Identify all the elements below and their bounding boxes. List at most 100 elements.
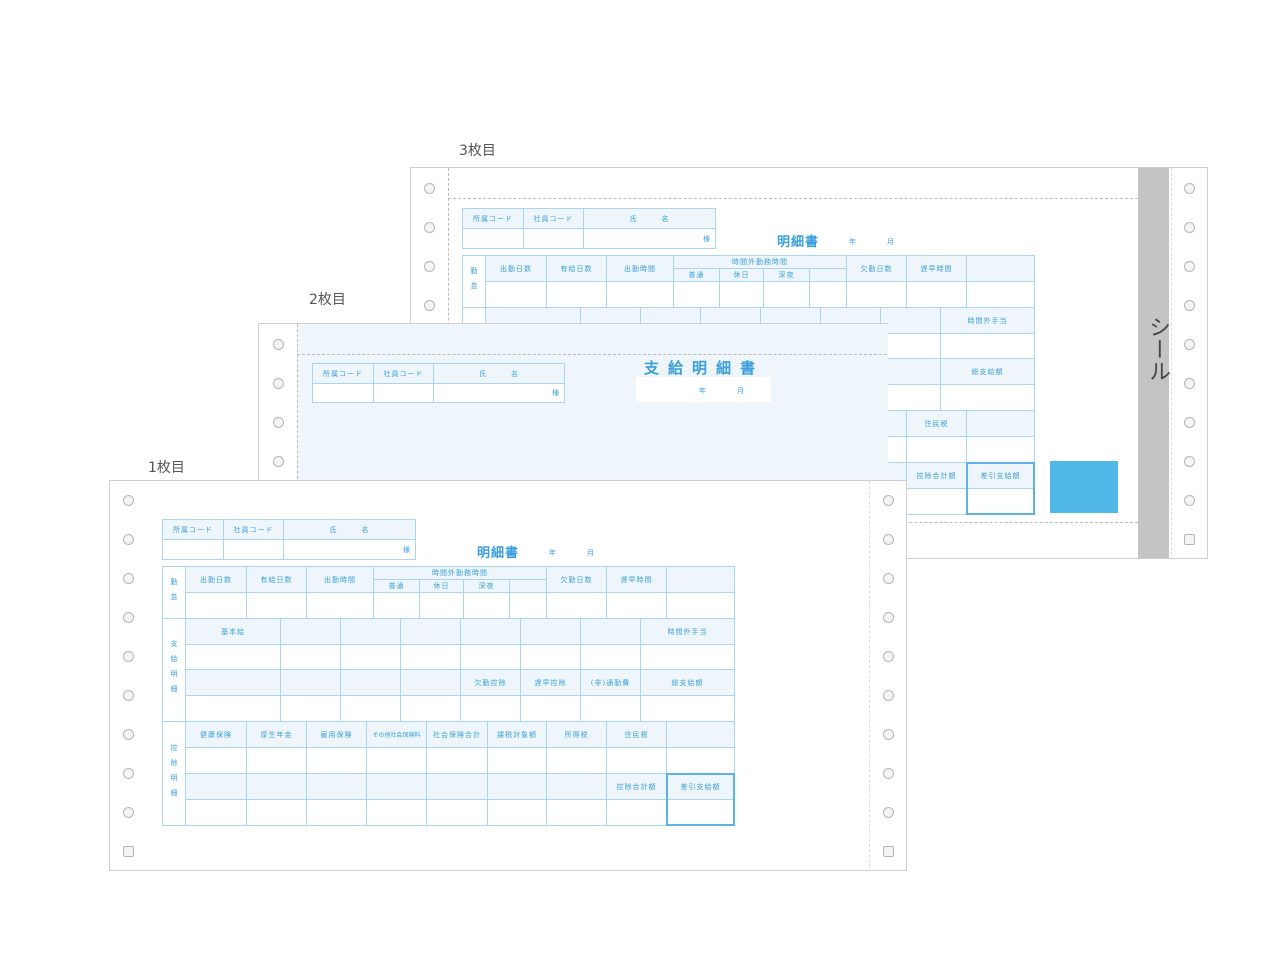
perforation-top [448, 198, 1138, 199]
square-hole-icon [883, 846, 894, 857]
net-pay-label: 差引支給額 [980, 471, 1021, 480]
name-label: 氏 名 [283, 519, 416, 540]
name-label: 氏 名 [583, 208, 716, 229]
feed-hole-icon [1184, 222, 1195, 233]
month-label: 月 [887, 238, 894, 246]
feed-hole-icon [424, 222, 435, 233]
square-hole-icon [123, 846, 134, 857]
dept-code-value [312, 383, 374, 403]
feed-hole-icon [123, 768, 134, 779]
payment-label: 総支給額 [640, 669, 735, 696]
net-pay-box [966, 462, 1035, 515]
deduction-label [185, 773, 247, 800]
attendance-value [906, 281, 967, 308]
overtime-value [509, 592, 547, 619]
strip-divider [1171, 168, 1172, 558]
payment-value [185, 644, 281, 670]
attendance-value [185, 592, 247, 619]
overtime-label: 時間外勤務時間 [673, 255, 847, 269]
deduction-label [246, 773, 307, 800]
deduction-label [666, 721, 735, 748]
dept-code-value [162, 539, 224, 560]
payment-label [400, 618, 461, 645]
payment-label: 欠勤控除 [460, 669, 521, 696]
payment-section-label: 支給明細 [162, 618, 186, 722]
feed-hole-icon [123, 612, 134, 623]
payment-label [880, 307, 941, 334]
feed-hole-icon [883, 651, 894, 662]
deduction-label: 厚生年金 [246, 721, 307, 748]
attendance-col-label [666, 566, 735, 593]
deduction-label: 控除合計額 [606, 773, 667, 800]
feed-hole-icon [883, 573, 894, 584]
feed-hole-icon [424, 183, 435, 194]
payment-value [185, 695, 281, 722]
sheet3-label: 3枚目 [459, 143, 496, 159]
deduction-label [546, 773, 607, 800]
payment-value [580, 695, 641, 722]
deduction-value [906, 436, 967, 463]
overtime-sub-label: 深夜 [463, 579, 510, 593]
deduction-label: その他社会保険料 [366, 721, 427, 748]
deduction-label [487, 773, 547, 800]
sheet2-title: 支給明細書 [644, 359, 765, 377]
feed-hole-icon [883, 729, 894, 740]
dept-code-label: 所属コード [162, 519, 224, 540]
deduction-value [306, 799, 367, 826]
overtime-sub-label [509, 579, 547, 593]
overtime-value [763, 281, 810, 308]
feed-hole-icon [883, 495, 894, 506]
payment-value [640, 695, 735, 722]
overtime-sub-label: 休日 [419, 579, 464, 593]
payment-label: 遅早控除 [520, 669, 581, 696]
payment-label [880, 358, 941, 385]
sheet2-header-table: 所属コード 社員コード 氏 名 様 [312, 363, 565, 403]
emp-code-label: 社員コード [523, 208, 584, 229]
perforation-left [297, 324, 298, 522]
overtime-value [673, 281, 720, 308]
attendance-section-label: 勤怠 [462, 255, 486, 308]
year-label: 年 [849, 238, 856, 246]
payment-value [880, 333, 941, 359]
name-value: 様 [433, 383, 565, 403]
payment-label [280, 669, 341, 696]
deduction-label: 住民税 [906, 410, 967, 437]
emp-code-label: 社員コード [223, 519, 284, 540]
month-label: 月 [587, 549, 594, 557]
net-pay-box [666, 773, 735, 826]
feed-hole-icon [883, 807, 894, 818]
deduction-label: 所得税 [546, 721, 607, 748]
overtime-sub-label: 普通 [373, 579, 420, 593]
overtime-value [419, 592, 464, 619]
deduction-label: 健康保険 [185, 721, 247, 748]
payment-value [400, 695, 461, 722]
attendance-col-label: 有給日数 [546, 255, 607, 282]
attendance-value [966, 281, 1035, 308]
feed-hole-icon [424, 261, 435, 272]
year-label: 年 [699, 387, 706, 395]
payment-value [280, 695, 341, 722]
deduction-value [487, 799, 547, 826]
feed-hole-icon [883, 612, 894, 623]
right-strip-divider [869, 481, 870, 870]
attendance-col-label: 出勤時間 [306, 566, 374, 593]
feed-hole-icon [123, 690, 134, 701]
deduction-value [906, 488, 967, 515]
overtime-sub-label [809, 268, 847, 282]
feed-hole-icon [273, 456, 284, 467]
feed-hole-icon [1184, 339, 1195, 350]
deduction-value [606, 747, 667, 774]
feed-hole-icon [424, 300, 435, 311]
attendance-value [485, 281, 547, 308]
emp-code-value [223, 539, 284, 560]
deduction-section-label: 控除明細 [162, 721, 186, 826]
payment-value [880, 384, 941, 411]
payslip-form: 所属コード社員コード氏 名様明細書年月勤怠出勤日数有給日数出勤時間時間外勤務時間… [162, 519, 742, 829]
payment-label [340, 618, 401, 645]
attendance-col-label [966, 255, 1035, 282]
payment-label: (非)通勤費 [580, 669, 641, 696]
attendance-col-label: 遅早時間 [606, 566, 667, 593]
feed-hole-icon [883, 690, 894, 701]
feed-hole-icon [1184, 378, 1195, 389]
seal-label: シール [1145, 316, 1170, 382]
